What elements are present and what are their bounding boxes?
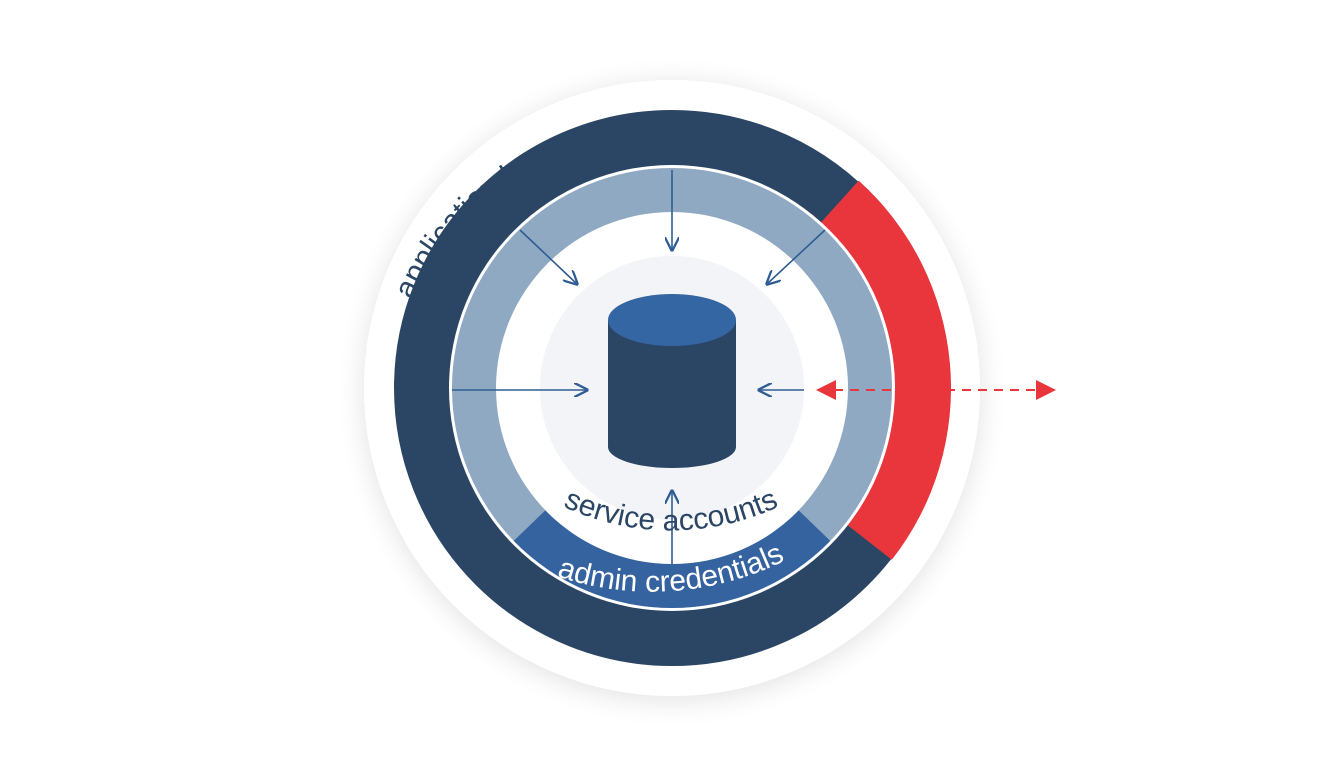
cylinder-body xyxy=(608,320,736,468)
inner-band-admin-credentials xyxy=(513,510,831,609)
cylinder-top xyxy=(608,294,736,346)
access-arrows xyxy=(452,170,826,565)
arrow-top-left xyxy=(519,229,577,284)
database-cylinder-icon xyxy=(608,294,736,468)
breach-segment xyxy=(820,180,951,560)
arrow-top-right xyxy=(767,229,826,284)
